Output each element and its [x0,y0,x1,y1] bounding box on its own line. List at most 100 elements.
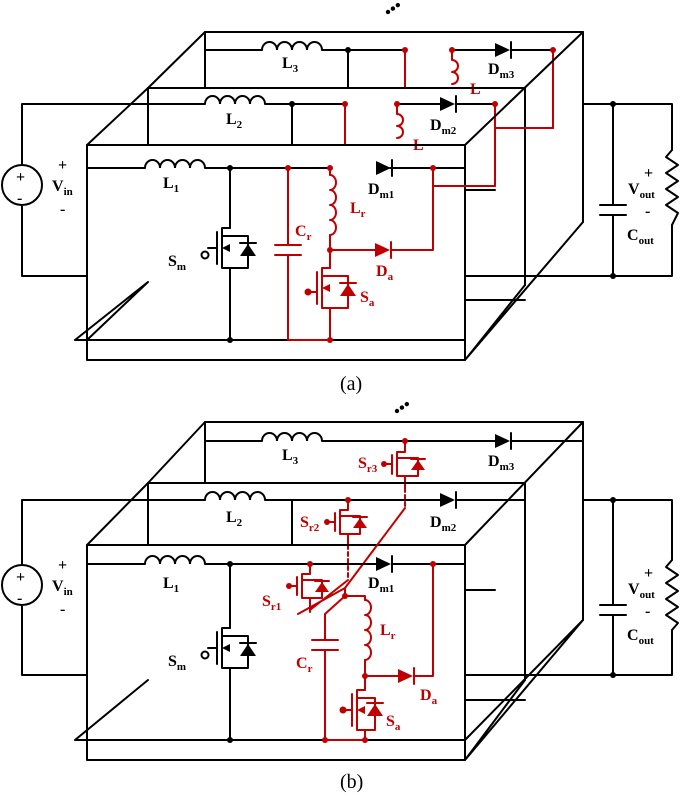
svg-text:Vin: Vin [52,578,73,598]
label-dm3-b: D [488,453,500,470]
label-l2-b: L [226,509,237,526]
label-sr1-b: S [262,593,271,610]
label-dm1-b: D [368,575,380,592]
output-stage-a: + Vout - Cout [464,101,679,279]
svg-text:Sr1: Sr1 [262,593,281,613]
vout-plus-b: + [644,565,653,582]
svg-text:Sr2: Sr2 [300,514,320,534]
diode-dm2-b [440,491,457,509]
svg-text:L2: L2 [226,111,243,131]
label-dm2-a: D [430,117,442,134]
label-l1-b: L [163,575,174,592]
svg-text:Dm2: Dm2 [430,514,457,534]
label-sa-b: S [386,713,395,730]
svg-text:Dm1: Dm1 [368,181,394,201]
svg-text:L1: L1 [163,175,179,195]
ellipsis-b [394,401,410,414]
label-vout-b: V [628,581,640,598]
vout-minus-b: - [645,603,650,620]
board-1-b [74,421,584,761]
vin-minus-a: - [60,201,65,218]
svg-text:Sm: Sm [168,253,186,273]
svg-text:Da: Da [376,263,394,283]
diode-dm3-b [495,432,512,450]
label-da-b: D [420,687,432,704]
input-source-a: + - + Vin - [1,103,149,277]
vout-plus-a: + [644,165,653,182]
svg-text:Vout: Vout [628,581,655,601]
label-vout-a: V [628,181,640,198]
label-cout-b: C [627,627,639,644]
label-dm1-a: D [368,181,380,198]
svg-text:Dm3: Dm3 [488,453,515,473]
inductor-l3-b [261,432,323,442]
label-l3-a: L [282,55,293,72]
inductor-l1-a [144,159,206,169]
switch-sa-b [339,689,384,731]
label-vin-b: V [52,578,64,595]
svg-text:Dm3: Dm3 [488,61,515,81]
source-minus-a: - [17,190,22,207]
label-l3-b: L [282,447,293,464]
switch-sm-a [200,227,257,269]
switch-sm-b [200,627,257,669]
vin-plus-a: + [58,157,67,174]
switch-sr2-b [324,497,368,546]
svg-text:Vin: Vin [52,178,73,198]
inductor-l2-a [204,95,266,105]
diode-dm2-a [440,95,457,113]
svg-text:L2: L2 [226,509,243,529]
label-vin-a: V [52,178,64,195]
label-lr-b: L [380,622,391,639]
label-cout-a: C [627,227,639,244]
label-sa-a: S [360,289,369,306]
switch-sr1-b [286,561,330,613]
svg-text:Lr: Lr [350,200,366,220]
label-l2-a: L [226,111,237,128]
svg-text:Cout: Cout [627,227,654,247]
label-sr2-b: S [300,514,309,531]
svg-text:Da: Da [420,687,438,707]
label-lr-a: L [350,200,361,217]
label-lr3-partial-a: L [470,81,481,98]
svg-text:Cr: Cr [296,655,313,675]
source-plus-a: + [16,169,25,186]
front-circuit-b: L1 Dm1 Sm Sr1 [86,555,466,743]
inductor-l2-b [204,491,266,501]
diode-dm1-a [376,159,393,177]
svg-text:Dm2: Dm2 [430,117,457,137]
vin-plus-b: + [58,557,67,574]
panel-a-diagram: L3 Dm3 L L2 Dm2 L + - + [1,2,679,395]
svg-text:Sa: Sa [386,713,401,733]
board-1-a [74,31,584,361]
svg-text:Cout: Cout [627,627,654,647]
svg-text:Sr3: Sr3 [358,455,378,475]
svg-text:Sm: Sm [168,653,186,673]
diode-dm1-b [376,555,393,573]
svg-text:Cr: Cr [295,223,312,243]
label-da-a: D [376,263,388,280]
source-plus-b: + [16,569,25,586]
caption-a: (a) [340,373,362,395]
vin-minus-b: - [60,601,65,618]
label-cr-b: C [296,655,308,672]
label-dm2-b: D [430,514,442,531]
label-sr3-b: S [358,455,367,472]
label-l1-a: L [163,175,174,192]
svg-text:L1: L1 [163,575,179,595]
label-sm-a: S [168,253,177,270]
front-circuit-a: L1 Dm1 Sm Cr Lr Da [86,159,466,343]
vout-minus-a: - [645,203,650,220]
svg-text:L3: L3 [282,55,299,75]
inductor-l3-a [261,41,323,51]
board-3-a: L3 Dm3 L [204,2,584,223]
label-dm3-a: D [488,61,500,78]
svg-text:L3: L3 [282,447,299,467]
label-sm-b: S [168,653,177,670]
ellipsis-a [385,2,401,15]
diode-da-b [398,667,415,685]
svg-text:Lr: Lr [380,622,396,642]
svg-text:Sa: Sa [360,289,375,309]
diode-da-a [375,241,392,259]
input-source-b: + - + Vin - [1,499,149,676]
